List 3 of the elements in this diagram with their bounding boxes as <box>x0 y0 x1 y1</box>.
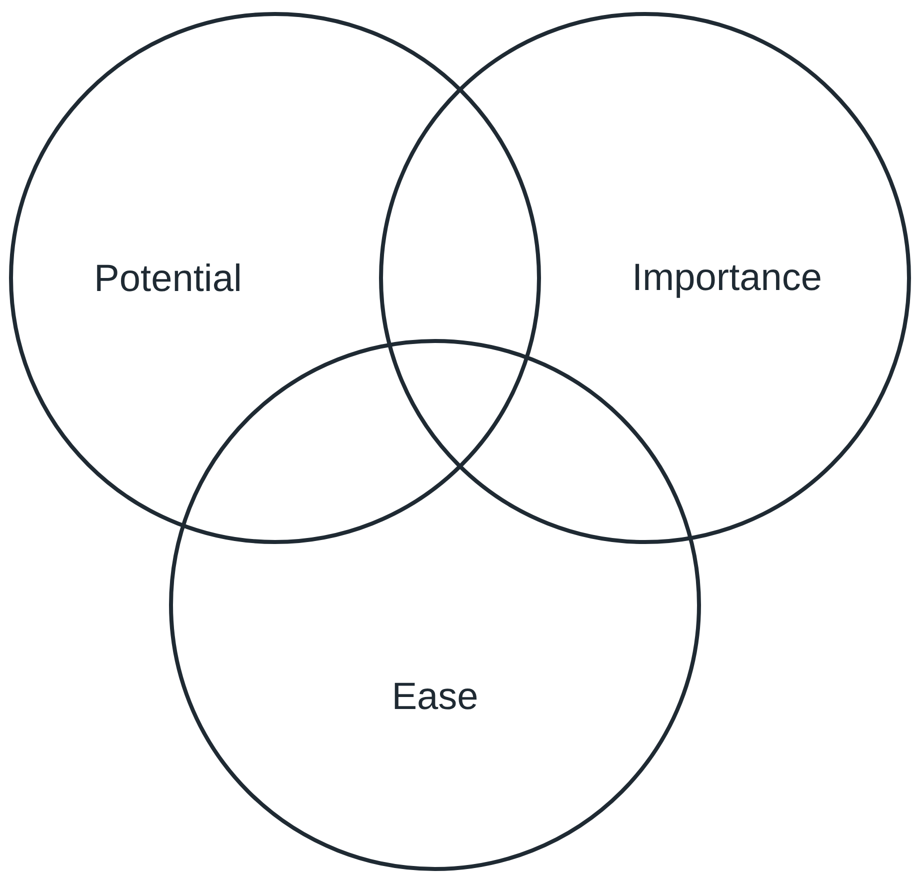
circle-label: Ease <box>392 677 478 719</box>
circle-label: Potential <box>94 259 242 301</box>
circle-label: Importance <box>632 258 822 300</box>
